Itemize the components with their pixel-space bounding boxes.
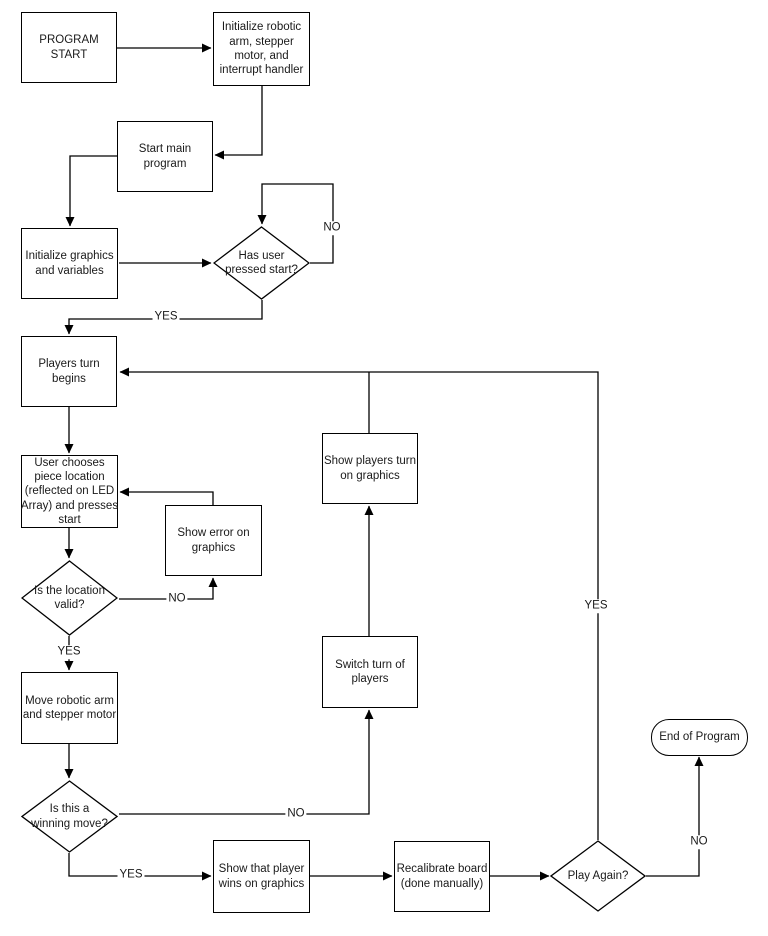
node-start-main-program: Start main program xyxy=(117,121,213,192)
node-players-turn-begins: Players turn begins xyxy=(21,336,117,407)
edge-label-winning-yes: YES xyxy=(117,868,145,882)
edge-label-location-no: NO xyxy=(166,592,188,606)
edge-label-play-again-yes: YES xyxy=(582,599,610,613)
node-show-player-wins: Show that player wins on graphics xyxy=(213,840,310,913)
node-user-chooses-piece-location-label: User chooses piece location (reflected o… xyxy=(20,456,119,527)
node-start-main-program-label: Start main program xyxy=(138,143,192,170)
node-initialize-robotic-arm-label: Initialize robotic arm, stepper motor, a… xyxy=(219,21,304,77)
node-initialize-robotic-arm: Initialize robotic arm, stepper motor, a… xyxy=(213,12,310,86)
edge-label-pressed-start-yes: YES xyxy=(152,310,180,324)
decision-is-location-valid: Is the location valid? xyxy=(21,560,118,636)
node-show-player-wins-label: Show that player wins on graphics xyxy=(218,863,305,890)
edge-label-play-again-no: NO xyxy=(688,835,710,849)
decision-is-winning-move-label: Is this a winning move? xyxy=(31,803,108,830)
edge-label-winning-no: NO xyxy=(285,807,307,821)
decision-play-again-label: Play Again? xyxy=(567,869,629,882)
terminator-end-of-program: End of Program xyxy=(651,719,748,756)
diamond-shape xyxy=(550,840,646,912)
node-switch-turn-of-players: Switch turn of players xyxy=(322,636,418,708)
decision-has-user-pressed-start-label: Has user pressed start? xyxy=(225,249,298,276)
node-move-robotic-arm-label: Move robotic arm and stepper motor xyxy=(22,694,117,721)
node-program-start: PROGRAM START xyxy=(21,12,117,83)
node-program-start-label: PROGRAM START xyxy=(39,34,99,61)
node-show-players-turn: Show players turn on graphics xyxy=(322,433,418,504)
edge-label-pressed-start-no: NO xyxy=(321,221,343,235)
node-show-players-turn-label: Show players turn on graphics xyxy=(323,455,417,482)
node-recalibrate-board: Recalibrate board (done manually) xyxy=(394,841,490,912)
node-user-chooses-piece-location: User chooses piece location (reflected o… xyxy=(21,455,118,528)
node-show-error-on-graphics-label: Show error on graphics xyxy=(177,527,250,554)
diamond-shape xyxy=(21,780,118,853)
terminator-end-of-program-label: End of Program xyxy=(659,731,740,744)
diamond-shape xyxy=(213,226,310,300)
decision-play-again: Play Again? xyxy=(550,840,646,912)
decision-has-user-pressed-start: Has user pressed start? xyxy=(213,226,310,300)
node-show-error-on-graphics: Show error on graphics xyxy=(165,505,262,576)
node-initialize-graphics: Initialize graphics and variables xyxy=(21,228,118,299)
diamond-shape xyxy=(21,560,118,636)
edge-label-location-yes: YES xyxy=(55,645,83,659)
node-move-robotic-arm: Move robotic arm and stepper motor xyxy=(21,672,118,744)
node-players-turn-begins-label: Players turn begins xyxy=(38,358,100,385)
node-recalibrate-board-label: Recalibrate board (done manually) xyxy=(396,863,488,890)
decision-is-location-valid-label: Is the location valid? xyxy=(34,584,105,611)
node-initialize-graphics-label: Initialize graphics and variables xyxy=(25,250,114,277)
decision-is-winning-move: Is this a winning move? xyxy=(21,780,118,853)
node-switch-turn-of-players-label: Switch turn of players xyxy=(335,658,405,685)
